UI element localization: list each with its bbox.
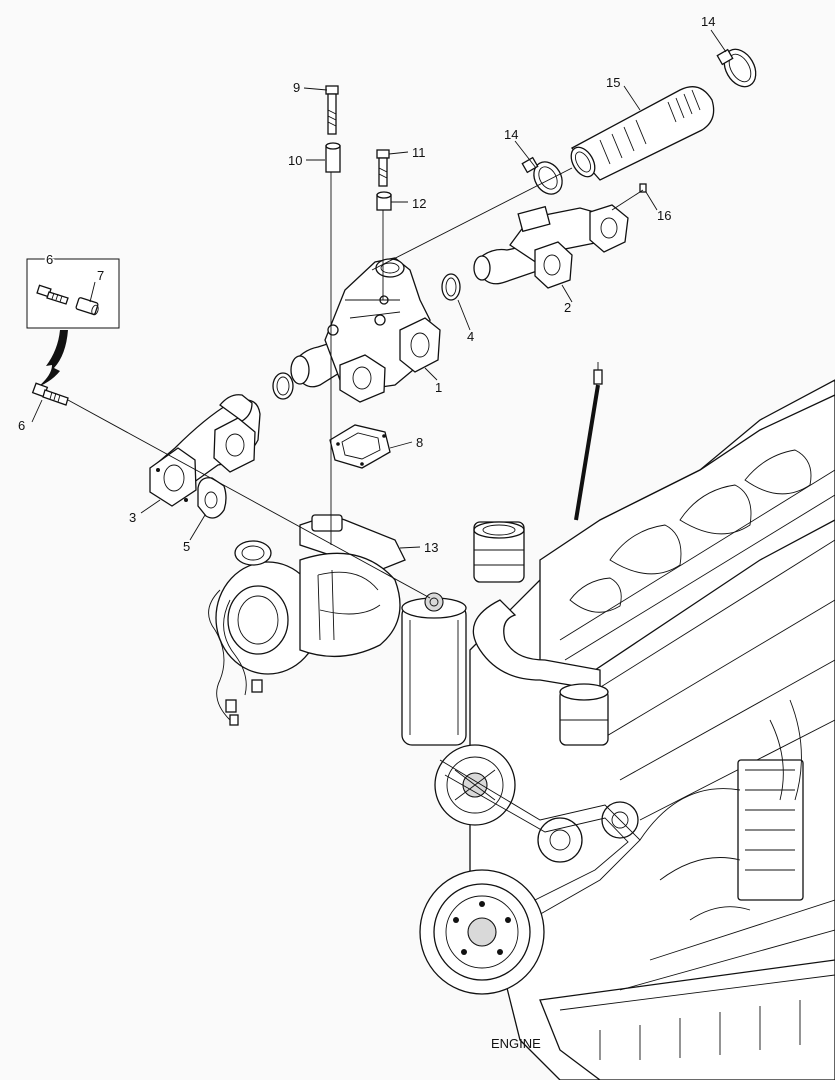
seal-ring-part-4 [441, 273, 461, 301]
stud-part-6-inset [36, 284, 69, 305]
flex-pipe-part-15 [570, 86, 715, 181]
callout-5: 5 [183, 539, 190, 554]
exhaust-pipe-part-3 [149, 394, 261, 507]
callout-14-mid: 14 [504, 127, 518, 142]
screw-part-16 [639, 183, 647, 193]
callout-10: 10 [288, 153, 302, 168]
spacer-part-10 [325, 142, 341, 173]
spacer-part-12 [376, 191, 392, 211]
callout-6: 6 [18, 418, 25, 433]
callout-9: 9 [293, 80, 300, 95]
callout-11: 11 [412, 145, 426, 160]
callout-13: 13 [424, 540, 438, 555]
seal-ring-left [272, 372, 294, 400]
spacer-part-7-inset [75, 297, 99, 316]
turbocharger-part-13 [208, 514, 406, 726]
callout-3: 3 [129, 510, 136, 525]
stud-part-6 [31, 382, 69, 406]
callout-12: 12 [412, 196, 426, 211]
callout-6-box: 6 [46, 252, 53, 267]
callout-15: 15 [606, 75, 620, 90]
clamp-part-14-mid [521, 156, 563, 195]
exhaust-pipe-part-2 [473, 204, 629, 289]
callout-14-top: 14 [701, 14, 715, 29]
bolt-part-11 [376, 149, 390, 187]
engine-caption: ENGINE [491, 1036, 541, 1051]
inset-box-stud-spacer [26, 258, 120, 329]
callout-7: 7 [97, 268, 104, 283]
callout-labels: 9 10 11 12 14 15 14 16 2 4 1 8 3 5 13 6 … [18, 14, 715, 555]
inset-pointer-arrow [38, 330, 68, 387]
callout-8: 8 [416, 435, 423, 450]
callout-16: 16 [657, 208, 671, 223]
callout-leaders [31, 29, 727, 549]
callout-1: 1 [435, 380, 442, 395]
alignment-lines [67, 167, 644, 599]
callout-4: 4 [467, 329, 474, 344]
engine-assembly [401, 362, 835, 1080]
gasket-part-8 [329, 424, 391, 469]
clamp-part-14-top [716, 48, 757, 88]
callout-2: 2 [564, 300, 571, 315]
exhaust-manifold-part-1 [290, 257, 441, 403]
bolt-part-9 [325, 85, 339, 135]
gasket-part-5 [197, 477, 227, 519]
